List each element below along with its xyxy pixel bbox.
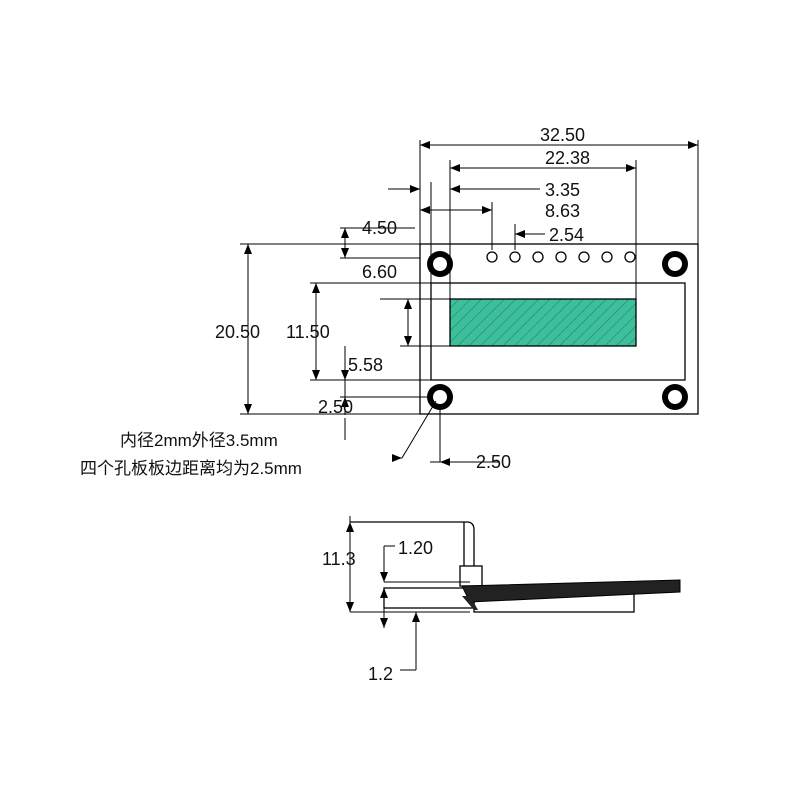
dim-total-height: 11.3 [322, 549, 356, 569]
dim-pin-header-height: 1.20 [398, 538, 433, 558]
board-outline [419, 243, 699, 415]
side-arrowheads [346, 522, 420, 628]
side-extension-lines [349, 516, 470, 613]
note-hole-spacing: 四个孔板板边距离均为2.5mm [80, 459, 302, 478]
pin-hole [601, 251, 613, 263]
dim-pin-offset-x: 8.63 [545, 201, 580, 221]
header-plastic [459, 565, 483, 587]
dim-active-offset-y: 5.58 [348, 355, 383, 375]
dim-display-offset-x: 3.35 [545, 180, 580, 200]
pin-hole [532, 251, 544, 263]
arrowheads [244, 141, 698, 466]
extension-lines [240, 140, 699, 462]
dim-pin-offset-y: 4.50 [362, 218, 397, 238]
pin-hole [509, 251, 521, 263]
dim-display-offset-y: 6.60 [362, 262, 397, 282]
dim-display-height: 11.50 [286, 322, 330, 342]
pin-hole [578, 251, 590, 263]
dim-board-thickness: 1.2 [368, 664, 393, 684]
dimension-lines [247, 144, 698, 463]
note-hole-size: 内径2mm外径3.5mm [120, 431, 278, 450]
pin-hole [486, 251, 498, 263]
mounting-holes [427, 251, 688, 410]
flex-cable [461, 579, 681, 603]
dim-width-total: 32.50 [540, 125, 585, 145]
display-glass-outline [430, 282, 686, 381]
dim-display-width: 22.38 [545, 148, 590, 168]
header-pin [350, 521, 475, 566]
top-view: 32.50 22.38 3.35 8.63 2.54 4.50 6.60 20.… [80, 125, 699, 478]
dim-hole-offset-x: 2.50 [476, 452, 511, 472]
dim-height-total: 20.50 [215, 322, 260, 342]
dim-pin-pitch: 2.54 [549, 225, 584, 245]
pin-hole [624, 251, 636, 263]
active-area [449, 298, 637, 347]
pin-row [486, 251, 636, 263]
pcb-board [383, 587, 475, 609]
side-view: 11.3 1.20 1.2 [322, 516, 681, 684]
dim-hole-offset-y: 2.50 [318, 397, 353, 417]
pin-hole [555, 251, 567, 263]
